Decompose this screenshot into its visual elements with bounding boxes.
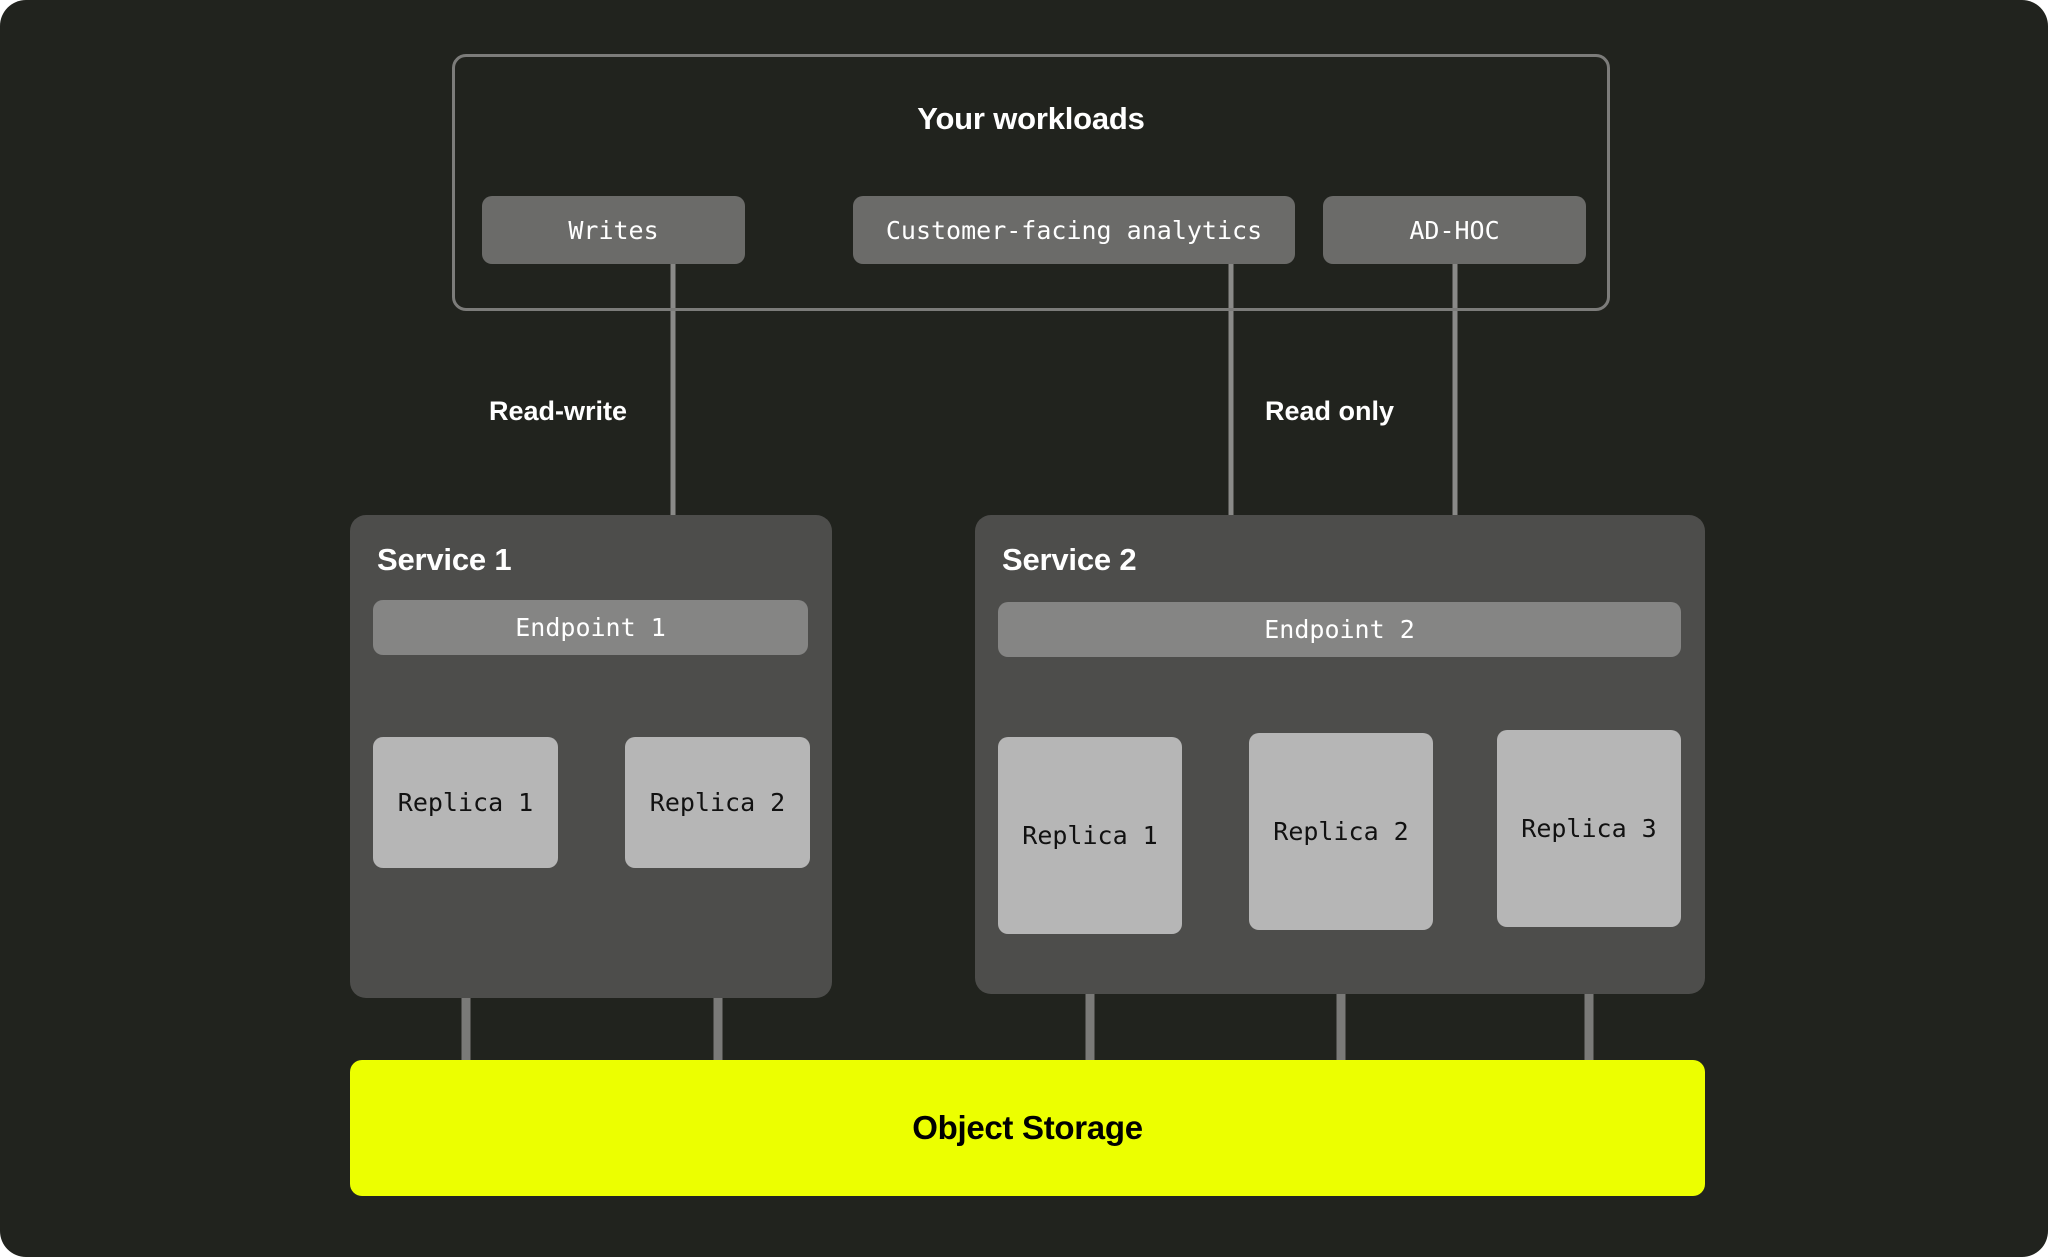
service-2-replica-3[interactable]: Replica 3 — [1497, 730, 1681, 927]
service-1-box: Service 1 Endpoint 1 Replica 1 Replica 2 — [350, 515, 832, 998]
service-2-endpoint[interactable]: Endpoint 2 — [998, 602, 1681, 657]
workload-chip-adhoc[interactable]: AD-HOC — [1323, 196, 1586, 264]
service-1-endpoint[interactable]: Endpoint 1 — [373, 600, 808, 655]
flow-label-read-write: Read-write — [489, 396, 628, 426]
service-2-title: Service 2 — [1002, 542, 1137, 577]
flow-label-read-only: Read only — [1265, 396, 1395, 426]
object-storage-bar[interactable]: Object Storage — [350, 1060, 1705, 1196]
workloads-title: Your workloads — [917, 101, 1145, 136]
service-1-replica-2[interactable]: Replica 2 — [625, 737, 810, 868]
workload-chip-analytics[interactable]: Customer-facing analytics — [853, 196, 1295, 264]
workload-chip-writes[interactable]: Writes — [482, 196, 745, 264]
object-storage-label: Object Storage — [912, 1109, 1143, 1146]
service-2-replica-1[interactable]: Replica 1 — [998, 737, 1182, 934]
service-2-box: Service 2 Endpoint 2 Replica 1 Replica 2… — [975, 515, 1705, 994]
service-1-replica-1[interactable]: Replica 1 — [373, 737, 558, 868]
workloads-container: Your workloads Writes Customer-facing an… — [452, 54, 1610, 311]
service-1-title: Service 1 — [377, 542, 512, 577]
service-2-replica-2[interactable]: Replica 2 — [1249, 733, 1433, 930]
